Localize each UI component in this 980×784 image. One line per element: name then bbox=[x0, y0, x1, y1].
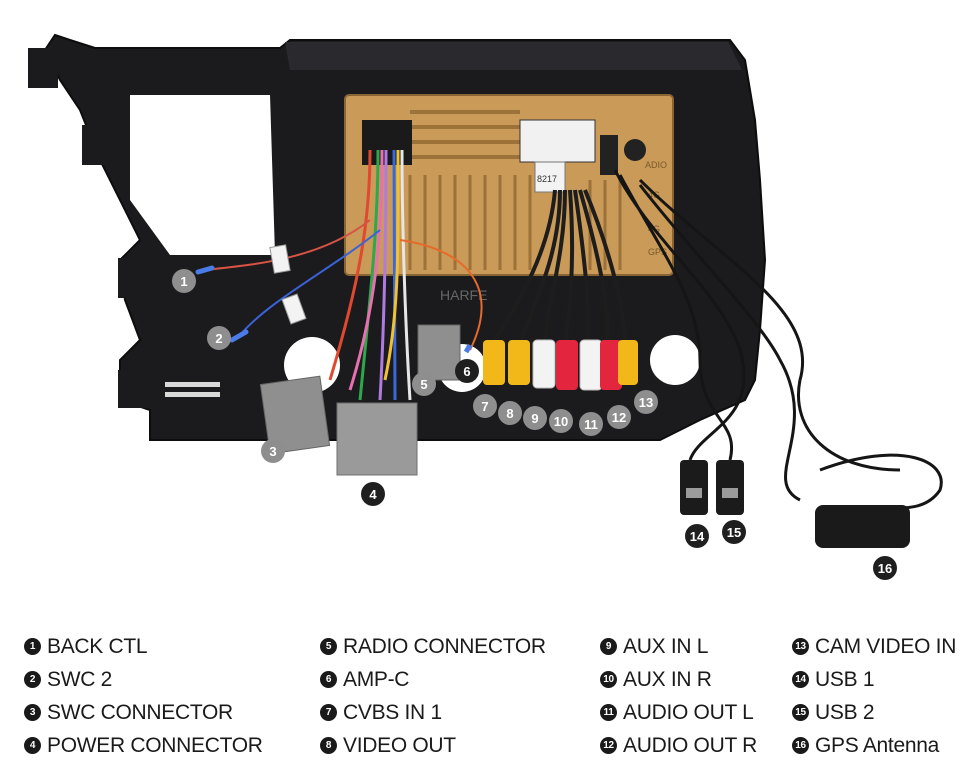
usb-1-plug bbox=[680, 460, 708, 515]
legend-number: 16 bbox=[792, 737, 809, 754]
legend-label: BACK CTL bbox=[47, 634, 148, 658]
legend-number: 2 bbox=[24, 671, 41, 688]
legend-number: 7 bbox=[320, 704, 337, 721]
board-label: HARFE bbox=[440, 287, 487, 303]
port-label: ADIO bbox=[645, 160, 667, 170]
legend-item: 7 CVBS IN 1 bbox=[320, 696, 546, 729]
legend-item: 10 AUX IN R bbox=[600, 663, 757, 696]
callout-6: 6 bbox=[455, 359, 479, 383]
bracket-tab bbox=[28, 48, 58, 88]
callout-8: 8 bbox=[498, 401, 522, 425]
legend-number: 3 bbox=[24, 704, 41, 721]
legend-label: VIDEO OUT bbox=[343, 733, 456, 757]
legend-number: 11 bbox=[600, 704, 617, 721]
legend-item: 5 RADIO CONNECTOR bbox=[320, 630, 546, 663]
rca-plug bbox=[556, 340, 578, 390]
legend-item: 13 CAM VIDEO IN bbox=[792, 630, 956, 663]
power-connector bbox=[336, 402, 418, 476]
legend-item: 4 POWER CONNECTOR bbox=[24, 729, 263, 762]
legend-number: 14 bbox=[792, 671, 809, 688]
legend-number: 9 bbox=[600, 638, 617, 655]
legend-number: 4 bbox=[24, 737, 41, 754]
legend-item: 8 VIDEO OUT bbox=[320, 729, 546, 762]
legend-column-4: 13 CAM VIDEO IN 14 USB 1 15 USB 2 16 GPS Ant… bbox=[792, 630, 956, 762]
legend-number: 8 bbox=[320, 737, 337, 754]
callout-7: 7 bbox=[473, 394, 497, 418]
swc-connector bbox=[259, 375, 331, 455]
callout-4: 4 bbox=[361, 482, 385, 506]
legend-column-1: 1 BACK CTL 2 SWC 2 3 SWC CONNECTOR 4 POWER C… bbox=[24, 630, 263, 762]
legend-number: 6 bbox=[320, 671, 337, 688]
legend-item: 9 AUX IN L bbox=[600, 630, 757, 663]
legend-item: 16 GPS Antenna bbox=[792, 729, 956, 762]
legend-item: 15 USB 2 bbox=[792, 696, 956, 729]
legend-item: 14 USB 1 bbox=[792, 663, 956, 696]
legend-label: GPS Antenna bbox=[815, 733, 939, 757]
callout-15: 15 bbox=[722, 520, 746, 544]
gps-antenna-puck bbox=[815, 505, 910, 548]
callout-10: 10 bbox=[549, 409, 573, 433]
callout-1: 1 bbox=[172, 269, 196, 293]
board-connector bbox=[519, 119, 596, 163]
callout-11: 11 bbox=[579, 412, 603, 436]
bracket-tab bbox=[118, 258, 144, 298]
legend-item: 12 AUDIO OUT R bbox=[600, 729, 757, 762]
frame-window bbox=[130, 95, 275, 255]
port-label: GPS bbox=[648, 247, 667, 257]
legend-label: POWER CONNECTOR bbox=[47, 733, 263, 757]
chip-label: 8217 bbox=[537, 174, 557, 184]
product-photo: ADIO 4G 4G GPS HARFE 8217 bbox=[28, 33, 943, 580]
rca-plug bbox=[532, 339, 556, 389]
board-connector bbox=[600, 135, 618, 175]
rca-plug bbox=[600, 340, 622, 390]
legend-label: AUX IN L bbox=[623, 634, 709, 658]
rca-plug bbox=[618, 340, 638, 385]
chip bbox=[534, 161, 566, 193]
legend-label: SWC 2 bbox=[47, 667, 113, 691]
radio-connector bbox=[417, 324, 461, 381]
legend-item: 6 AMP-C bbox=[320, 663, 546, 696]
callout-14: 14 bbox=[685, 524, 709, 548]
bracket-tab bbox=[118, 370, 146, 408]
legend-label: USB 1 bbox=[815, 667, 875, 691]
legend-label: AMP-C bbox=[343, 667, 410, 691]
legend-label: USB 2 bbox=[815, 700, 875, 724]
callout-13: 13 bbox=[634, 390, 658, 414]
legend-number: 15 bbox=[792, 704, 809, 721]
rca-plug bbox=[579, 339, 603, 391]
legend-label: AUDIO OUT L bbox=[623, 700, 754, 724]
legend-label: SWC CONNECTOR bbox=[47, 700, 233, 724]
legend-item: 1 BACK CTL bbox=[24, 630, 263, 663]
usb-2-plug bbox=[716, 460, 744, 515]
callout-3: 3 bbox=[261, 439, 285, 463]
legend-label: RADIO CONNECTOR bbox=[343, 634, 546, 658]
rca-plug bbox=[483, 340, 505, 385]
legend-label: CAM VIDEO IN bbox=[815, 634, 957, 658]
legend-number: 12 bbox=[600, 737, 617, 754]
callout-9: 9 bbox=[523, 406, 547, 430]
callout-12: 12 bbox=[607, 405, 631, 429]
callout-16: 16 bbox=[873, 556, 897, 580]
legend-label: AUX IN R bbox=[623, 667, 712, 691]
rca-plug bbox=[508, 340, 530, 385]
head-unit-illustration: ADIO 4G 4G GPS HARFE 8217 bbox=[28, 33, 943, 548]
legend-number: 5 bbox=[320, 638, 337, 655]
legend-number: 10 bbox=[600, 671, 617, 688]
bracket-tab bbox=[82, 125, 107, 165]
callout-5: 5 bbox=[412, 372, 436, 396]
legend-item: 3 SWC CONNECTOR bbox=[24, 696, 263, 729]
legend-number: 1 bbox=[24, 638, 41, 655]
legend-column-3: 9 AUX IN L 10 AUX IN R 11 AUDIO OUT L 12 AUD… bbox=[600, 630, 757, 762]
legend-label: AUDIO OUT R bbox=[623, 733, 757, 757]
legend-number: 13 bbox=[792, 638, 809, 655]
legend-label: CVBS IN 1 bbox=[343, 700, 442, 724]
legend: 1 BACK CTL 2 SWC 2 3 SWC CONNECTOR 4 POWER C… bbox=[0, 630, 980, 780]
legend-column-2: 5 RADIO CONNECTOR 6 AMP-C 7 CVBS IN 1 8 VIDE… bbox=[320, 630, 546, 762]
callout-2: 2 bbox=[207, 326, 231, 350]
antenna-jack bbox=[624, 139, 646, 161]
legend-item: 2 SWC 2 bbox=[24, 663, 263, 696]
legend-item: 11 AUDIO OUT L bbox=[600, 696, 757, 729]
